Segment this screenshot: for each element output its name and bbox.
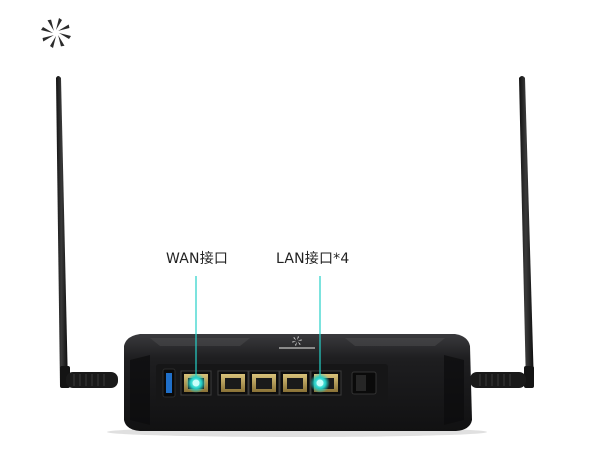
brand-emblem xyxy=(279,336,315,349)
pinwheel-logo-icon xyxy=(41,18,71,48)
wan-callout xyxy=(186,276,206,393)
lan-callout xyxy=(310,276,330,393)
usb-port-icon xyxy=(162,368,176,398)
lan-port-3 xyxy=(279,370,311,396)
wan-port-label: WAN接口 xyxy=(166,251,229,267)
lan-port-label: LAN接口*4 xyxy=(276,251,350,267)
left-antenna xyxy=(56,76,118,388)
lan-port-1 xyxy=(217,370,249,396)
left-antenna-hinge xyxy=(66,372,118,388)
right-antenna xyxy=(470,76,534,388)
lan-port-2 xyxy=(248,370,280,396)
right-antenna-hinge xyxy=(470,372,526,388)
power-switch-icon xyxy=(351,371,377,395)
